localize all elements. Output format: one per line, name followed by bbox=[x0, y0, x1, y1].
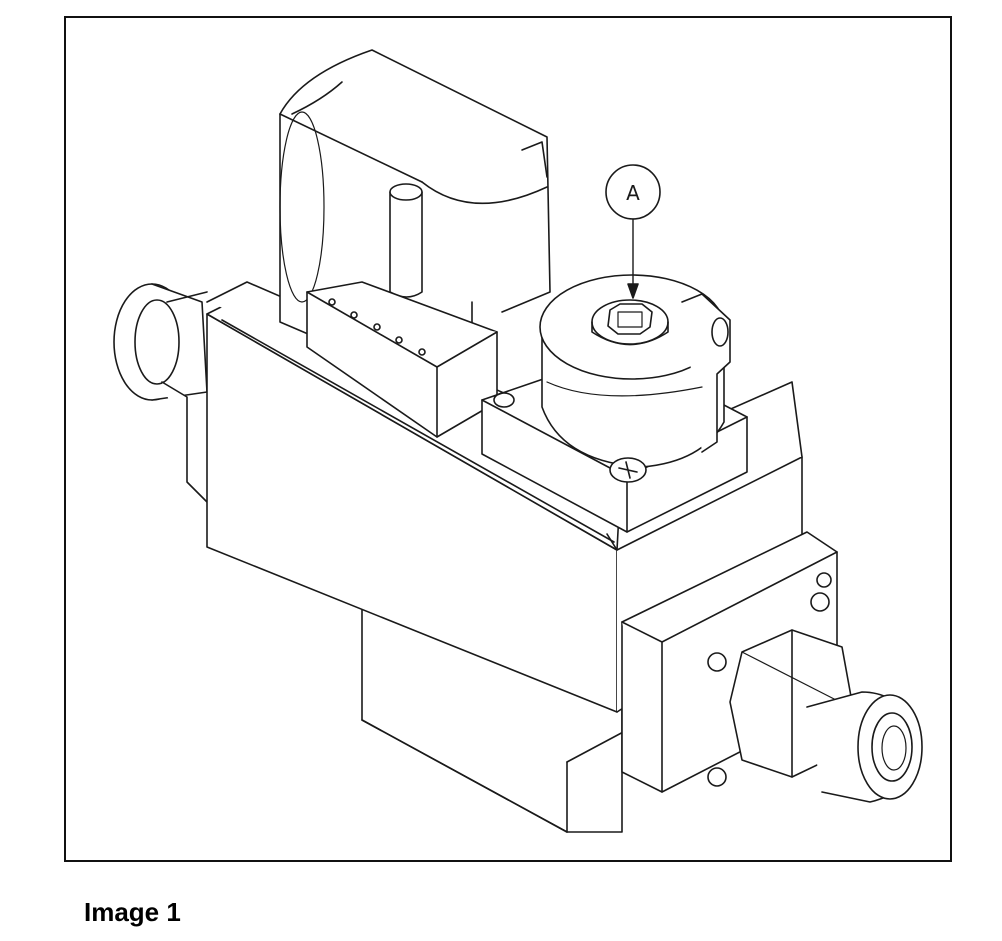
callout-a-label: A bbox=[626, 181, 640, 205]
outlet-pipe bbox=[806, 691, 923, 803]
plunger-pin bbox=[389, 183, 423, 298]
terminal-block bbox=[306, 281, 498, 438]
valve-drawing: A bbox=[113, 49, 923, 833]
inlet-connector bbox=[113, 283, 208, 503]
adjustment-screw bbox=[591, 299, 669, 346]
figure-frame: A bbox=[64, 16, 952, 862]
callout-a: A bbox=[605, 164, 661, 299]
figure-caption: Image 1 bbox=[84, 897, 181, 927]
mounting-screw bbox=[609, 457, 647, 483]
